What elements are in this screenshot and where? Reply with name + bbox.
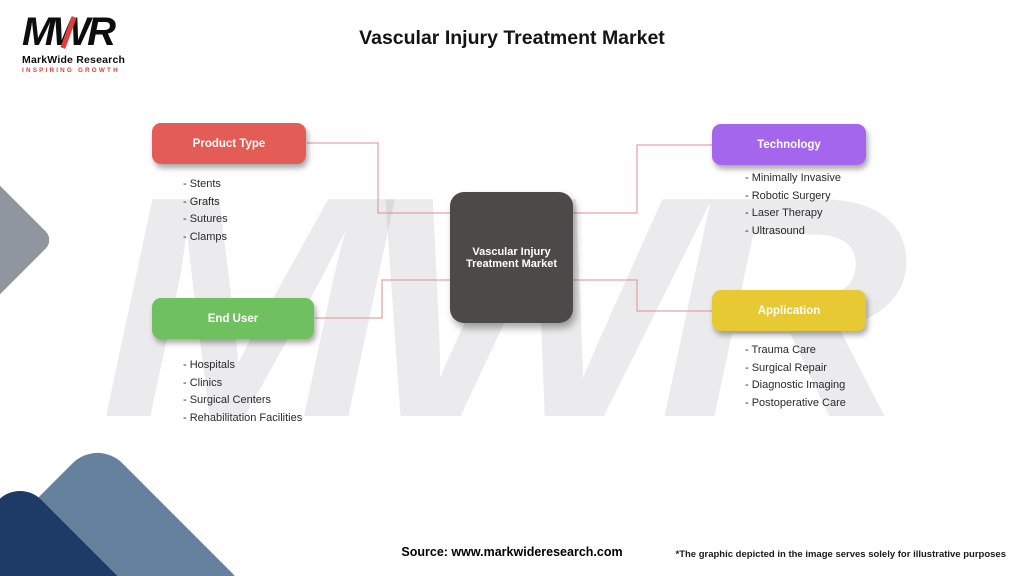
- segment-header-application: Application: [712, 290, 866, 331]
- logo-acronym: MWR: [22, 12, 152, 52]
- center-node: Vascular Injury Treatment Market: [450, 192, 573, 323]
- segment-header-technology: Technology: [712, 124, 866, 165]
- segment-header-product-type: Product Type: [152, 123, 306, 164]
- list-item: - Clamps: [183, 230, 228, 243]
- markwide-research-logo: MWR MarkWide Research INSPIRING GROWTH: [22, 12, 152, 74]
- connector-technology: [573, 144, 712, 214]
- segment-list-application: - Trauma Care - Surgical Repair - Diagno…: [745, 342, 846, 412]
- segment-list-technology: - Minimally Invasive - Robotic Surgery -…: [745, 170, 841, 240]
- logo-tagline: INSPIRING GROWTH: [22, 67, 120, 74]
- source-text: Source: www.markwideresearch.com: [401, 545, 623, 559]
- segment-list-end-user: - Hospitals - Clinics - Surgical Centers…: [183, 357, 302, 427]
- connector-product-type: [307, 142, 450, 214]
- connector-end-user: [315, 279, 450, 319]
- list-item: - Clinics: [183, 376, 223, 389]
- connector-application: [573, 279, 712, 312]
- list-item: - Grafts: [183, 195, 220, 208]
- page-title: Vascular Injury Treatment Market: [359, 27, 665, 49]
- list-item: - Stents: [183, 178, 221, 190]
- list-item: - Trauma Care: [745, 344, 816, 356]
- list-item: - Hospitals: [183, 359, 235, 371]
- list-item: - Minimally Invasive: [745, 172, 841, 184]
- logo-company-name: MarkWide Research: [22, 54, 126, 66]
- segment-list-product-type: - Stents - Grafts - Sutures - Clamps: [183, 176, 228, 246]
- disclaimer-text: *The graphic depicted in the image serve…: [675, 549, 1007, 560]
- list-item: - Surgical Centers: [183, 394, 272, 407]
- list-item: - Rehabilitation Facilities: [183, 411, 303, 424]
- list-item: - Sutures: [183, 213, 228, 226]
- segment-header-end-user: End User: [152, 298, 314, 339]
- list-item: - Postoperative Care: [745, 396, 846, 409]
- list-item: - Laser Therapy: [745, 207, 823, 220]
- list-item: - Robotic Surgery: [745, 189, 831, 202]
- list-item: - Diagnostic Imaging: [745, 379, 846, 392]
- list-item: - Surgical Repair: [745, 361, 827, 374]
- list-item: - Ultrasound: [745, 224, 805, 237]
